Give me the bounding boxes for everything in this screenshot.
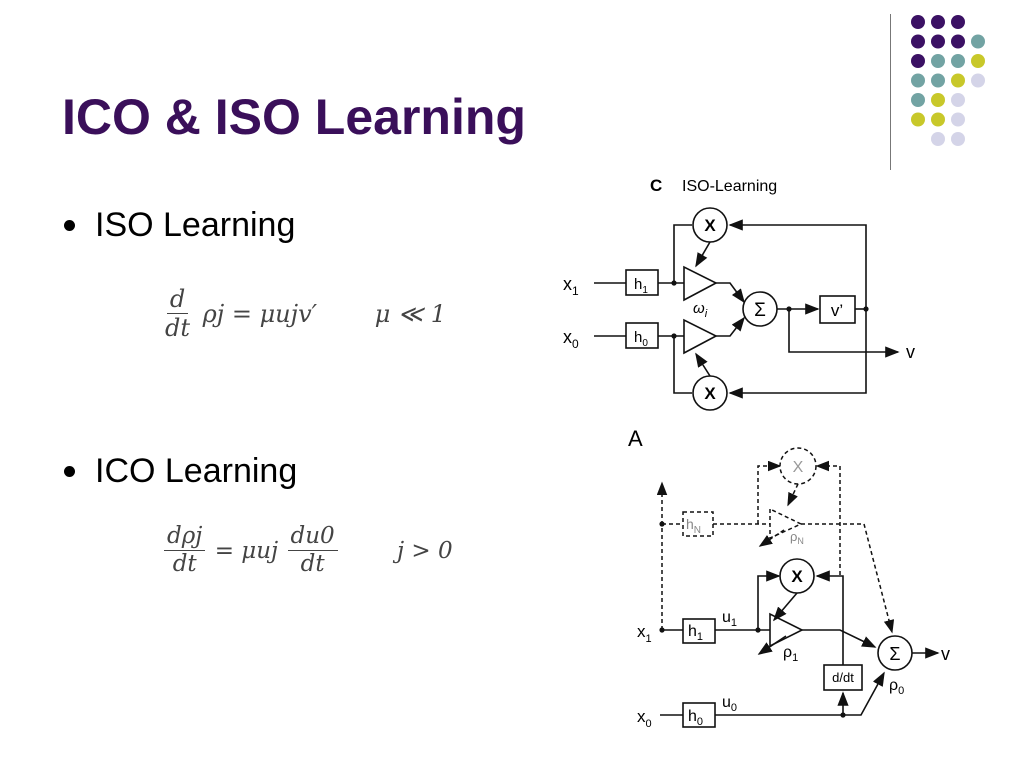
input-x1-label: x1 bbox=[637, 622, 652, 645]
equation-fraction: du0 dt bbox=[287, 523, 338, 578]
decorative-dot bbox=[931, 15, 945, 29]
decorative-dot bbox=[911, 15, 925, 29]
fraction-numerator: d bbox=[166, 286, 189, 315]
decorative-dot bbox=[931, 112, 945, 127]
filter-h0-label: h0 bbox=[688, 708, 703, 728]
derivative-block-label: d/dt bbox=[832, 670, 854, 685]
bullet-iso-learning: ISO Learning bbox=[64, 206, 295, 245]
decorative-dot bbox=[971, 54, 985, 68]
equation-condition: j > 0 bbox=[396, 537, 453, 564]
decorative-dot-grid bbox=[911, 15, 985, 146]
multiplier-bottom-label: X bbox=[704, 384, 716, 403]
decorative-dot bbox=[971, 73, 985, 88]
bullet-dot-icon bbox=[64, 220, 75, 231]
decorative-dot bbox=[951, 15, 965, 29]
decorative-dot bbox=[911, 34, 925, 49]
signal-u0-label: u0 bbox=[722, 694, 737, 714]
bullet-ico-learning: ICO Learning bbox=[64, 452, 297, 491]
filter-h1-label: h1 bbox=[634, 276, 648, 296]
omega-weight-label: ωi bbox=[693, 300, 708, 320]
decorative-dot bbox=[911, 112, 925, 127]
output-v-label: v bbox=[941, 644, 950, 664]
bullet-dot-icon bbox=[64, 466, 75, 477]
filter-h0-label: h0 bbox=[634, 329, 648, 349]
decorative-dot bbox=[911, 93, 925, 107]
decorative-divider-line bbox=[890, 14, 891, 170]
decorative-dot bbox=[931, 132, 945, 146]
rho-1-label: ρ1 bbox=[783, 644, 798, 664]
rho-N-label: ρN bbox=[790, 529, 804, 546]
equation-condition: μ ≪ 1 bbox=[374, 299, 446, 328]
input-x0-label: x0 bbox=[637, 707, 652, 730]
bullet-label: ICO Learning bbox=[95, 452, 298, 490]
decorative-dot bbox=[951, 54, 965, 68]
bullet-label: ISO Learning bbox=[95, 206, 296, 244]
decorative-dot bbox=[931, 34, 945, 49]
decorative-dot bbox=[911, 54, 925, 68]
fraction-denominator: dt bbox=[172, 551, 197, 578]
multiplier-dashed-label: X bbox=[793, 459, 804, 476]
input-x1-label: x1 bbox=[563, 274, 579, 298]
fraction-numerator: dρj bbox=[164, 523, 206, 552]
fraction-numerator: du0 bbox=[287, 523, 338, 552]
decorative-dot bbox=[911, 73, 925, 88]
equation-fraction: dρj dt bbox=[164, 523, 206, 578]
multiplier-label: X bbox=[791, 567, 803, 586]
panel-title: ISO-Learning bbox=[682, 178, 777, 195]
iso-learning-equation: d dt ρj = μujv′ μ ≪ 1 bbox=[160, 286, 446, 342]
decorative-dot bbox=[951, 132, 965, 146]
v-prime-label: v’ bbox=[831, 301, 843, 320]
multiplier-top-label: X bbox=[704, 216, 716, 235]
decorative-dot bbox=[931, 54, 945, 68]
panel-label-a: A bbox=[628, 426, 643, 451]
signal-u1-label: u1 bbox=[722, 609, 737, 629]
decorative-dot bbox=[951, 73, 965, 88]
decorative-dot bbox=[931, 93, 945, 107]
input-x0-label: x0 bbox=[563, 327, 579, 351]
fraction-denominator: dt bbox=[300, 551, 325, 578]
panel-label-c: C bbox=[650, 176, 662, 195]
summation-symbol: Σ bbox=[889, 644, 900, 664]
decorative-dot bbox=[951, 112, 965, 127]
iso-learning-diagram: C ISO-Learning x1 x0 h1 h0 X X Σ ωi v’ v bbox=[563, 176, 915, 411]
equation-fraction: d dt bbox=[162, 286, 193, 342]
fraction-denominator: dt bbox=[165, 314, 191, 343]
decorative-dot bbox=[951, 34, 965, 49]
decorative-dot bbox=[951, 93, 965, 107]
decorative-dot bbox=[971, 34, 985, 49]
ico-learning-equation: dρj dt = μuj du0 dt j > 0 bbox=[162, 523, 453, 578]
output-v-label: v bbox=[906, 342, 915, 362]
summation-symbol: Σ bbox=[754, 300, 766, 321]
equation-rhs: ρj = μujv′ bbox=[202, 299, 318, 328]
equation-middle: = μuj bbox=[214, 537, 279, 564]
decorative-dot bbox=[931, 73, 945, 88]
rho-0-label: ρ0 bbox=[889, 677, 904, 697]
filter-h1-label: h1 bbox=[688, 623, 703, 643]
filter-hN-label: hN bbox=[686, 516, 701, 536]
slide-title: ICO & ISO Learning bbox=[62, 89, 526, 145]
ico-learning-diagram: A hN ρN X X x1 h1 u1 ρ1 Σ v ρ0 d/dt x0 h… bbox=[628, 426, 950, 730]
